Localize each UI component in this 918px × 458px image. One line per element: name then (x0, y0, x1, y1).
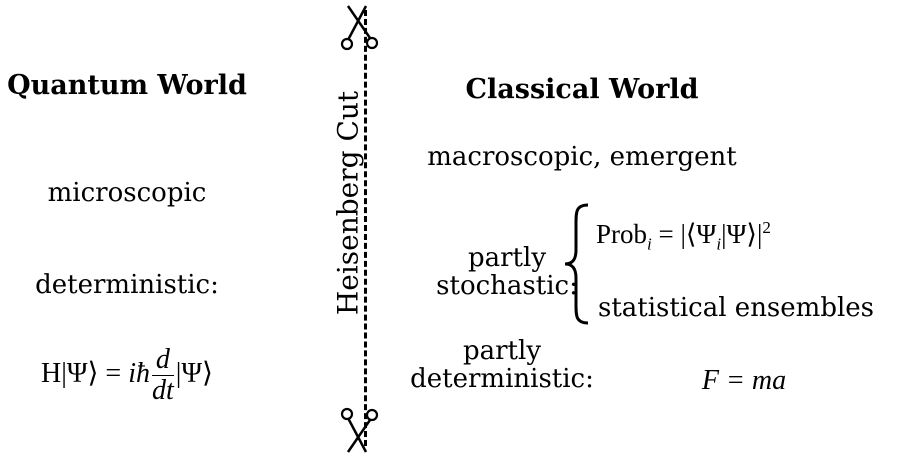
scissors-icon (340, 407, 379, 453)
schrodinger-lhs: H|Ψ⟩ = (41, 357, 129, 389)
prob-bracket-open: |⟨Ψ (680, 219, 717, 249)
probability-rule: Probi = |⟨Ψi|Ψ⟩|2 (596, 218, 771, 254)
stochastic-label-line2: stochastic: (436, 271, 578, 301)
newton-equation: F = ma (702, 365, 786, 397)
curly-brace (564, 203, 589, 325)
scissors-icon (340, 5, 379, 51)
prob-label: Prob (596, 219, 648, 249)
prob-bracket-close: |Ψ⟩| (721, 219, 763, 249)
quantum-nature-label: deterministic: (35, 270, 219, 300)
quantum-scale-label: microscopic (47, 178, 207, 208)
deterministic-label: partly deterministic: (410, 337, 594, 393)
derivative-numerator: d (152, 345, 174, 376)
newton-formula: F = ma (701, 365, 787, 396)
heisenberg-cut-label: Heisenberg Cut (331, 90, 365, 316)
schrodinger-i-hbar: iħ (128, 357, 151, 389)
prob-exponent: 2 (762, 218, 771, 237)
classical-world-title: Classical World (465, 74, 699, 105)
stochastic-label: partly stochastic: (436, 244, 578, 300)
heisenberg-cut-line (364, 10, 367, 446)
schrodinger-rhs: |Ψ⟩ (175, 357, 213, 389)
quantum-world-title: Quantum World (7, 70, 247, 101)
deterministic-label-line1: partly (462, 336, 542, 366)
classical-scale-label: macroscopic, emergent (427, 142, 737, 172)
prob-subscript: i (647, 234, 652, 254)
derivative-denominator: dt (152, 375, 174, 406)
statistical-ensembles-label: statistical ensembles (598, 293, 875, 323)
prob-psi-subscript: i (716, 234, 722, 254)
deterministic-label-line2: deterministic: (410, 364, 594, 394)
prob-equals: = (651, 219, 681, 249)
stochastic-label-line1: partly (467, 243, 547, 273)
